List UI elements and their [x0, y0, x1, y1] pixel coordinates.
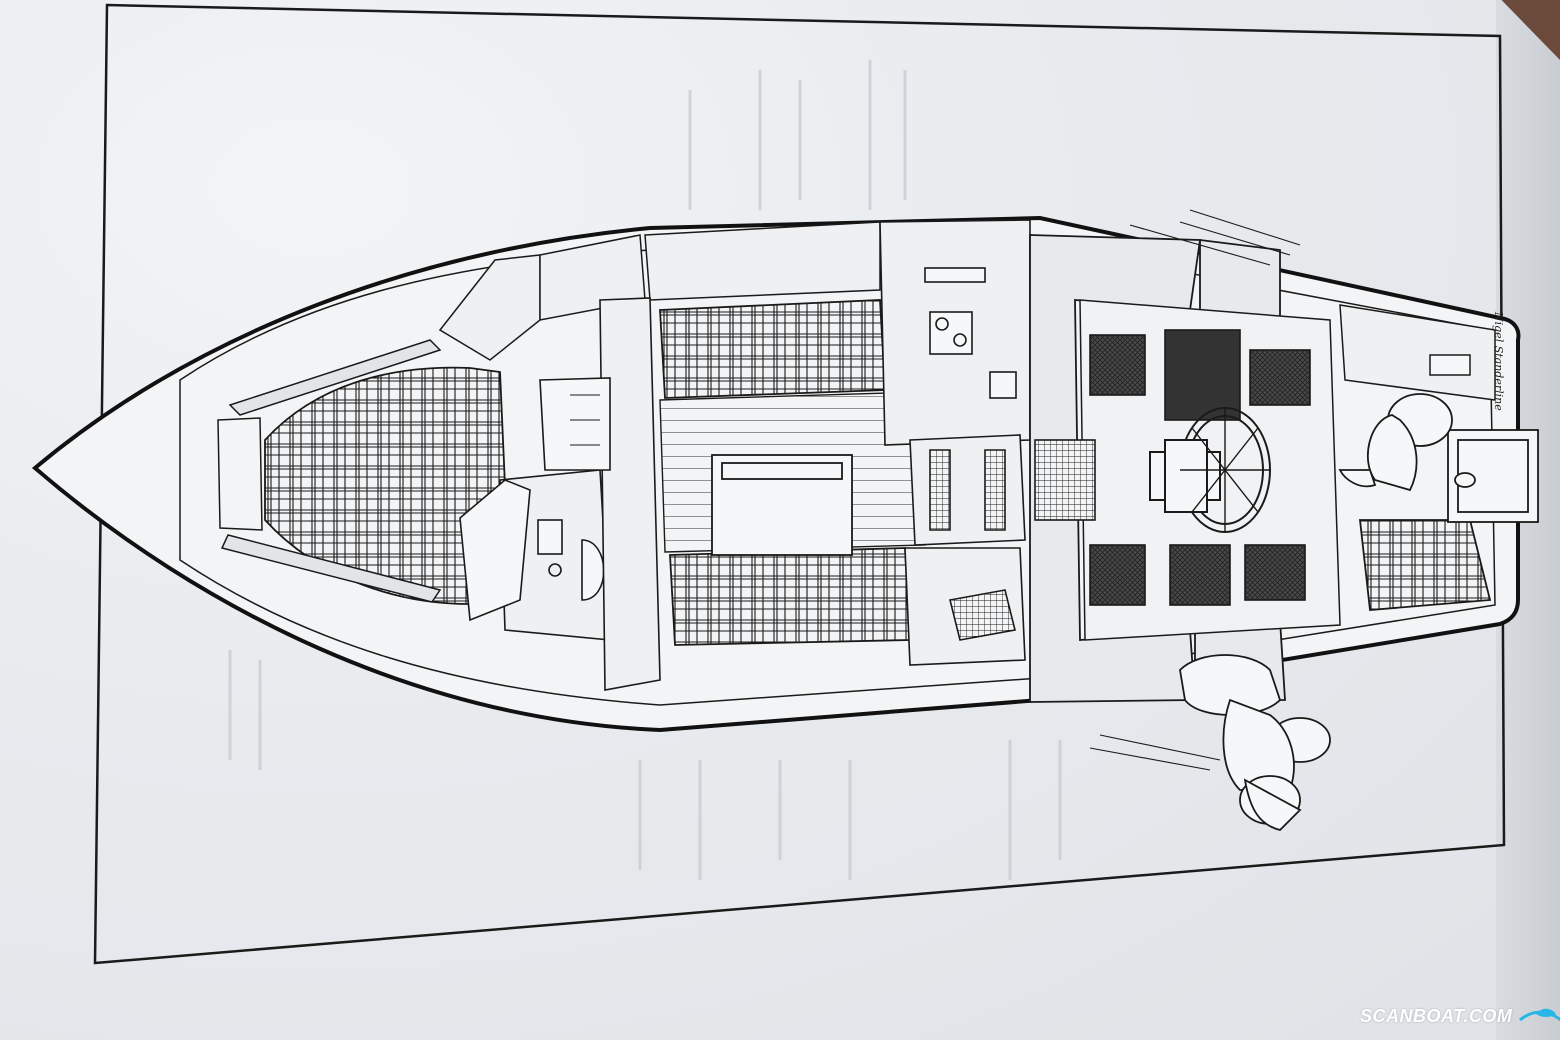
head-compartment [459, 469, 611, 641]
helm-wheel [1149, 407, 1271, 533]
stern-lockers [1339, 304, 1496, 401]
saloon-settee-port [669, 547, 911, 646]
forward-shelf-top [228, 339, 442, 416]
watermark-text: SCANBOAT.COM [1360, 1005, 1513, 1026]
saloon-table [711, 454, 853, 556]
hull-inner-line [179, 244, 1496, 706]
artist-signature: Nigel Standerline [1492, 312, 1505, 411]
saloon-settee-starboard [659, 299, 886, 399]
aft-seat-cushion [1358, 519, 1492, 611]
main-bulkhead [539, 297, 661, 691]
figure-stern [1338, 393, 1476, 492]
fish-wave-icon [1519, 1008, 1560, 1022]
motion-lines [1089, 209, 1301, 771]
cockpit-gratings [1034, 329, 1311, 606]
galley [879, 219, 1031, 446]
scanboat-watermark: SCANBOAT.COM [1360, 1000, 1560, 1032]
upper-lockers [438, 221, 881, 361]
forepeak-hatch [217, 417, 263, 531]
chart-table [904, 434, 1026, 666]
page-border [93, 3, 1506, 965]
figures-alongside [1179, 654, 1331, 831]
show-through-text [228, 60, 1062, 880]
forward-shelf-bottom [220, 534, 442, 603]
